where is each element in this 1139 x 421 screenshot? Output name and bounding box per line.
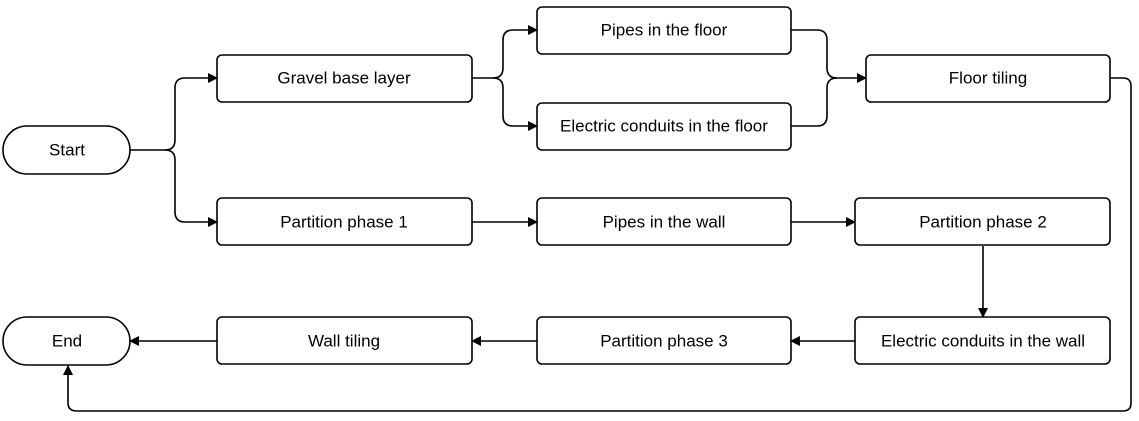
node-partition-phase-3: Partition phase 3 [536, 316, 792, 365]
node-partition-phase-1: Partition phase 1 [216, 197, 473, 246]
node-electric-conduits-in-the-wall: Electric conduits in the wall [854, 316, 1111, 365]
node-electric-conduits-in-the-wall-label: Electric conduits in the wall [881, 332, 1085, 351]
node-partition-phase-1-label: Partition phase 1 [280, 213, 408, 232]
node-partition-phase-2: Partition phase 2 [854, 197, 1111, 246]
node-wall-tiling-label: Wall tiling [308, 332, 380, 351]
node-gravel-base-layer-label: Gravel base layer [277, 69, 411, 88]
nodes: Start Gravel base layer Pipes in the flo… [2, 6, 1111, 366]
edge-start-to-partition1 [164, 149, 218, 227]
node-electric-conduits-in-the-floor: Electric conduits in the floor [536, 102, 792, 151]
edge-gravel-to-pipes-floor [472, 25, 538, 79]
node-pipes-in-the-floor-label: Pipes in the floor [601, 21, 728, 40]
edge-start-to-gravel [130, 73, 218, 151]
node-floor-tiling-label: Floor tiling [949, 69, 1027, 88]
node-floor-tiling: Floor tiling [865, 54, 1111, 103]
node-gravel-base-layer: Gravel base layer [216, 54, 473, 103]
node-start: Start [2, 125, 131, 175]
edges [63, 25, 1132, 412]
node-end: End [2, 316, 131, 366]
node-wall-tiling: Wall tiling [216, 316, 473, 365]
node-start-label: Start [49, 141, 85, 160]
node-electric-conduits-in-the-floor-label: Electric conduits in the floor [560, 117, 768, 136]
node-pipes-in-the-floor: Pipes in the floor [536, 6, 792, 55]
edge-floor-tiling-to-end [63, 77, 1132, 412]
node-pipes-in-the-wall: Pipes in the wall [536, 197, 792, 246]
edge-conduits-floor-to-floor-tiling [791, 77, 838, 127]
node-pipes-in-the-wall-label: Pipes in the wall [603, 213, 726, 232]
edge-gravel-to-conduits-floor [492, 77, 538, 131]
node-end-label: End [52, 332, 82, 351]
edge-pipes-floor-to-floor-tiling [791, 29, 867, 83]
node-partition-phase-2-label: Partition phase 2 [919, 213, 1047, 232]
node-partition-phase-3-label: Partition phase 3 [600, 332, 728, 351]
